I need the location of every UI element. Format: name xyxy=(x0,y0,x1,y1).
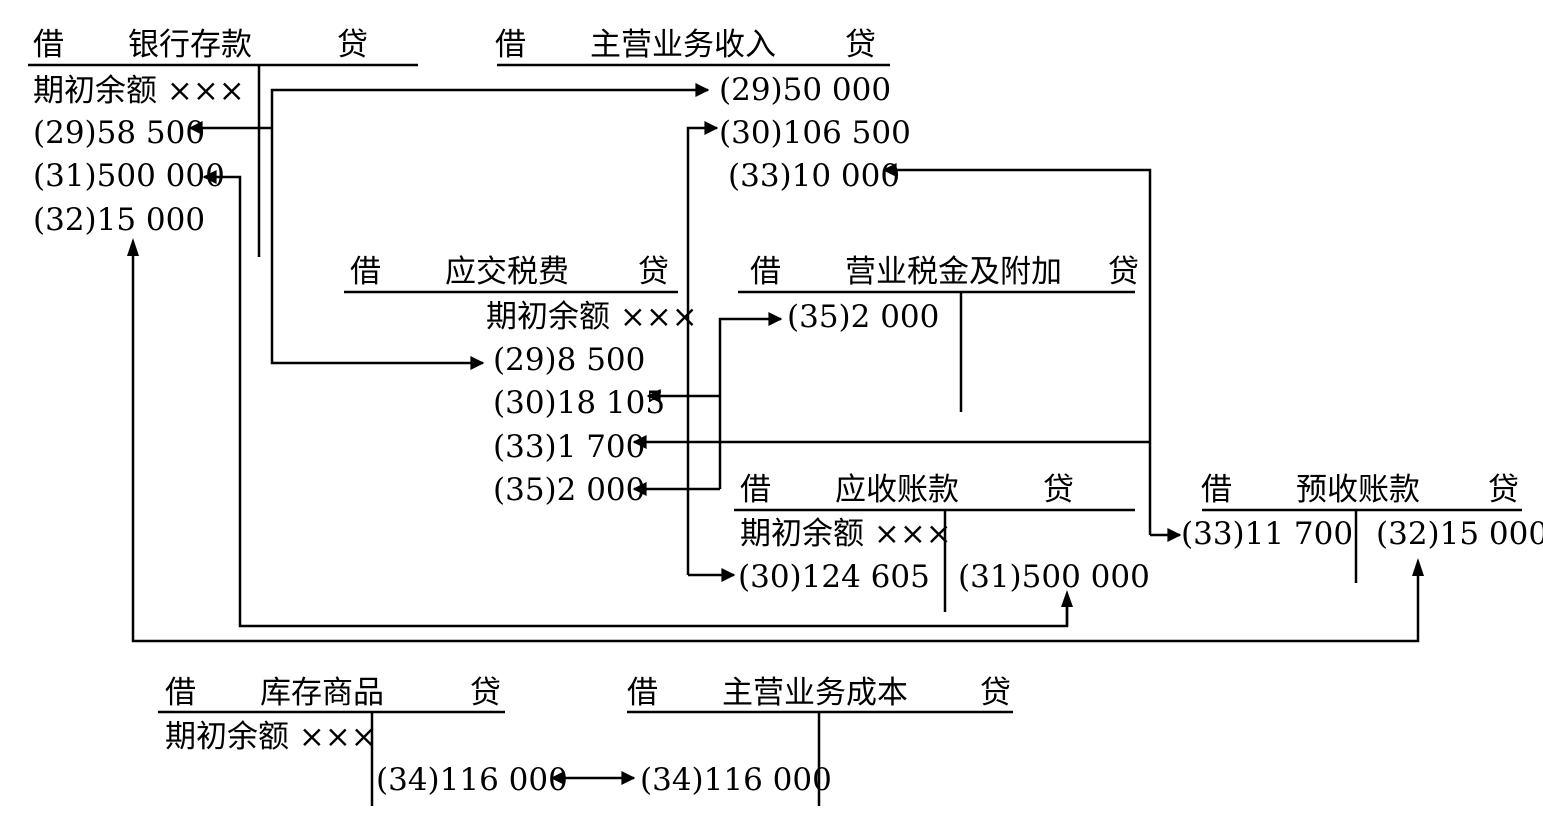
account-title: 银行存款 xyxy=(128,27,252,63)
credit-entry: (33)1 700 xyxy=(493,429,645,465)
opening-balance: 期初余额 ××× xyxy=(165,719,377,755)
credit-entry: (31)500 000 xyxy=(958,559,1150,595)
arrow-32-advance-receipts-arrowhead xyxy=(1412,558,1424,576)
account-inventory-goods: 借 库存商品 贷 期初余额 ××× (34)116 000 xyxy=(158,675,568,806)
account-title: 营业税金及附加 xyxy=(845,254,1062,290)
arrow-33-to-revenue xyxy=(882,163,1152,535)
account-business-tax-surcharges: 借 营业税金及附加 贷 (35)2 000 xyxy=(738,254,1139,412)
opening-balance: 期初余额 ××× xyxy=(33,73,245,109)
debit-label: 借 xyxy=(33,27,64,63)
debit-entry: (31)500 000 xyxy=(33,158,225,194)
account-title: 应交税费 xyxy=(445,254,569,290)
transaction-35-connectors xyxy=(632,312,783,496)
debit-label: 借 xyxy=(1201,472,1232,508)
account-main-business-revenue: 借 主营业务收入 贷 (29)50 000 (30)106 500 (33)10… xyxy=(495,27,911,194)
arrow-35-to-surcharges-debit xyxy=(718,312,783,489)
account-title: 库存商品 xyxy=(260,675,384,711)
debit-entry: (34)116 000 xyxy=(640,762,832,798)
arrow-30-receivable-to-revenue xyxy=(686,121,719,575)
debit-label: 借 xyxy=(495,27,526,63)
transaction-29-connectors xyxy=(188,83,710,370)
debit-label: 借 xyxy=(165,675,196,711)
credit-label: 贷 xyxy=(337,27,368,63)
credit-label: 贷 xyxy=(638,254,669,290)
account-advance-receipts: 借 预收账款 贷 (33)11 700 (32)15 000 xyxy=(1181,472,1543,583)
credit-entry: (35)2 000 xyxy=(493,472,645,508)
credit-label: 贷 xyxy=(980,675,1011,711)
credit-entry: (29)8 500 xyxy=(493,342,645,378)
credit-label: 贷 xyxy=(1108,254,1139,290)
debit-label: 借 xyxy=(627,675,658,711)
credit-label: 贷 xyxy=(1488,472,1519,508)
credit-entry: (33)10 000 xyxy=(728,158,900,194)
debit-entry: (33)11 700 xyxy=(1181,516,1353,552)
credit-entry: (29)50 000 xyxy=(719,72,891,108)
arrow-29-bank-to-revenue xyxy=(270,83,710,128)
account-main-business-cost: 借 主营业务成本 贷 (34)116 000 xyxy=(627,675,1013,806)
account-taxes-payable: 借 应交税费 贷 期初余额 ××× (29)8 500 (30)18 105 (… xyxy=(344,254,698,508)
credit-entry: (34)116 000 xyxy=(376,762,568,798)
arrow-32-bank-to-advance-receipts xyxy=(131,245,1420,643)
debit-entry: (32)15 000 xyxy=(33,202,205,238)
credit-entry: (30)106 500 xyxy=(719,115,911,151)
credit-entry: (32)15 000 xyxy=(1376,516,1543,552)
account-title: 预收账款 xyxy=(1296,472,1420,508)
debit-label: 借 xyxy=(350,254,381,290)
transaction-30-connectors xyxy=(646,121,736,582)
opening-balance: 期初余额 ××× xyxy=(740,516,952,552)
debit-entry: (29)58 500 xyxy=(33,115,205,151)
debit-label: 借 xyxy=(740,472,771,508)
arrow-29-bank-to-taxes xyxy=(270,128,485,370)
transaction-33-connectors xyxy=(632,163,1182,542)
credit-label: 贷 xyxy=(845,27,876,63)
credit-entry: (30)18 105 xyxy=(493,385,665,421)
account-bank-deposit: 借 银行存款 贷 期初余额 ××× (29)58 500 (31)500 000… xyxy=(28,27,418,257)
debit-entry: (30)124 605 xyxy=(738,559,930,595)
debit-label: 借 xyxy=(750,254,781,290)
arrow-32-bank-arrowhead xyxy=(127,238,139,256)
debit-entry: (35)2 000 xyxy=(787,299,939,335)
transaction-31-connectors xyxy=(202,170,1073,628)
account-title: 主营业务成本 xyxy=(722,675,908,711)
account-title: 应收账款 xyxy=(835,472,959,508)
credit-label: 贷 xyxy=(1043,472,1074,508)
account-title: 主营业务收入 xyxy=(590,27,776,63)
account-accounts-receivable: 借 应收账款 贷 期初余额 ××× (30)124 605 (31)500 00… xyxy=(734,472,1150,612)
opening-balance: 期初余额 ××× xyxy=(486,299,698,335)
credit-label: 贷 xyxy=(470,675,501,711)
transaction-32-connectors xyxy=(127,238,1424,643)
arrow-31-receivable-arrowhead xyxy=(1061,590,1073,607)
